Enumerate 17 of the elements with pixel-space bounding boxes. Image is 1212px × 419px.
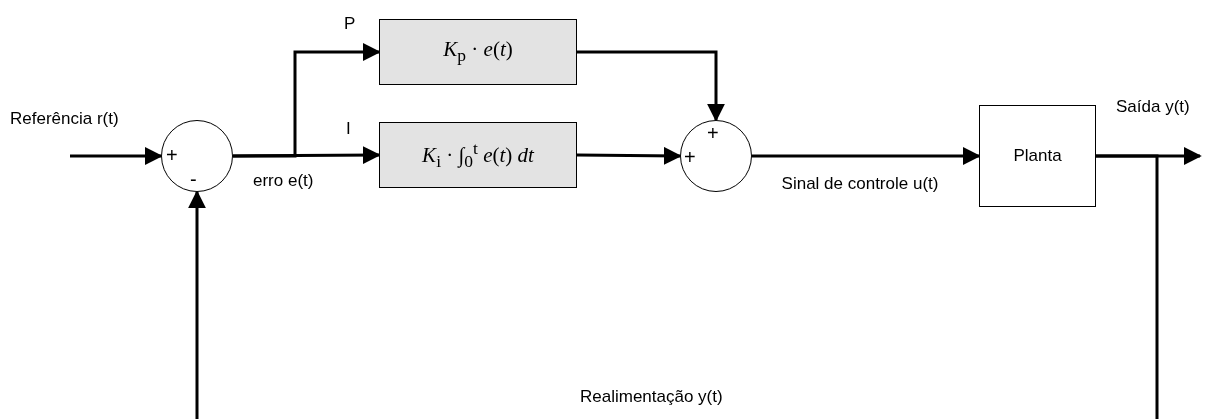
sign-text: + [166, 145, 178, 165]
signal-arrow [70, 147, 163, 165]
signal-arrow [577, 50, 725, 122]
signal-arrow [577, 146, 682, 165]
signal-arrow [752, 147, 981, 165]
signal-arrow [233, 146, 381, 165]
controller-block [379, 19, 577, 85]
block-label: Planta [1013, 146, 1062, 166]
signal-arrow [188, 154, 1159, 419]
signal-arrow [233, 43, 381, 158]
sign-text: + [684, 147, 696, 167]
controller-block [379, 122, 577, 188]
formula-text: K$_{p}$ · e(t) [443, 37, 513, 67]
sign-text: - [190, 169, 197, 189]
sign-text: + [707, 123, 719, 143]
formula-text: K$_{i}$ · ∫$_{0}$$^{t}$ e(t) dt [422, 137, 534, 173]
plant-block [979, 105, 1096, 207]
